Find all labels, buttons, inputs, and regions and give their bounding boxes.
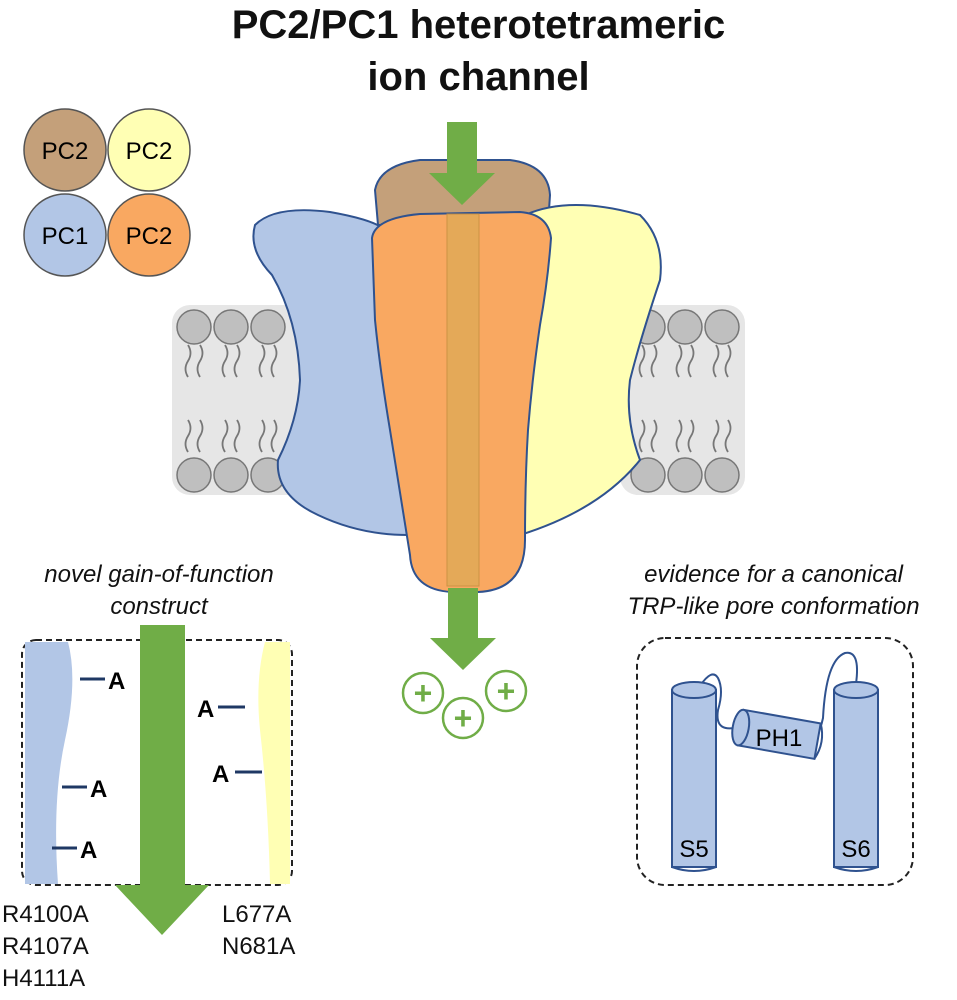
helix-s6 — [833, 689, 879, 868]
pc1-mutation-1: R4100A — [2, 901, 89, 928]
pc1-marker-3: A — [80, 837, 97, 864]
pc2-marker-1: A — [197, 696, 214, 723]
legend-circle-pc1-blue — [23, 193, 107, 277]
helix-ph1 — [731, 708, 824, 761]
figure-title-line2: ion channel — [367, 55, 590, 99]
svg-text:+: + — [414, 675, 433, 711]
ion-exit-arrow — [430, 588, 496, 670]
svg-text:+: + — [454, 700, 473, 736]
membrane-right — [620, 305, 745, 495]
subunit-pc2-right — [518, 204, 662, 537]
cation-ion-1: + — [401, 671, 445, 715]
subunit-legend: PC2 PC2 PC1 PC2 — [23, 108, 191, 277]
ion-entry-arrow — [429, 122, 495, 205]
pc2-marker-2: A — [212, 761, 229, 788]
pc1-mutation-2: R4107A — [2, 933, 89, 960]
figure-title-line1: PC2/PC1 heterotetrameric — [231, 3, 726, 47]
pore-caption-line2: TRP-like pore conformation — [627, 593, 920, 620]
pc1-mutation-3: H4111A — [2, 965, 86, 992]
pc1-helix-shape — [25, 642, 73, 884]
legend-circle-pc2-yellow — [107, 108, 191, 192]
pore-panel-border — [636, 637, 914, 886]
gof-caption-line2: construct — [110, 593, 208, 620]
legend-label-pc2-orange: PC2 — [126, 223, 173, 250]
pore-conformation-panel: PH1 S5 S6 — [636, 637, 914, 886]
helix-s5 — [671, 689, 717, 868]
cation-ion-2: + — [441, 696, 485, 740]
pc1-marker-1: A — [108, 668, 125, 695]
pc2-mutation-2: N681A — [222, 933, 296, 960]
pc2-helix-shape — [258, 642, 290, 884]
legend-label-pc2-brown: PC2 — [42, 138, 89, 165]
svg-text:+: + — [497, 673, 516, 709]
cation-ion-3: + — [484, 669, 528, 713]
legend-label-pc1-blue: PC1 — [42, 223, 89, 250]
gof-caption-line1: novel gain-of-function — [44, 561, 274, 588]
pore-caption-line1: evidence for a canonical — [644, 561, 903, 588]
helix-ph1-label: PH1 — [756, 725, 803, 752]
pc1-marker-2: A — [90, 776, 107, 803]
legend-label-pc2-yellow: PC2 — [126, 138, 173, 165]
helix-loop-s5-ph1 — [699, 673, 743, 730]
gof-construct-panel: A A A A A — [21, 625, 293, 935]
helix-s6-label: S6 — [841, 836, 870, 863]
pc2-mutation-1: L677A — [222, 901, 292, 928]
legend-circle-pc2-orange — [107, 193, 191, 277]
pore-channel — [446, 213, 480, 587]
subunit-pc1 — [252, 209, 410, 537]
helix-s5-label: S5 — [679, 836, 708, 863]
gof-pore-arrow — [115, 625, 209, 935]
legend-circle-pc2-brown — [23, 108, 107, 192]
